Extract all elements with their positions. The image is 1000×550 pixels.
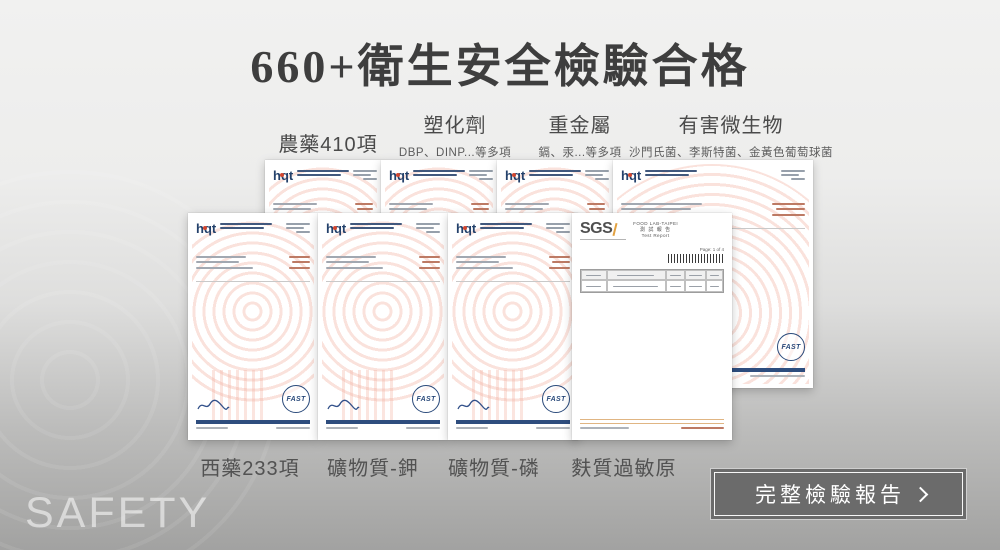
lab-name-lines: [480, 221, 533, 231]
category-sublabel: 沙門氏菌、李斯特菌、金黃色葡萄球菌: [629, 147, 833, 159]
category-label: 重金屬: [548, 115, 612, 137]
report-meta-lines: [585, 168, 610, 182]
report-meta-lines: [781, 168, 805, 182]
certificate-card: hqtFAST: [188, 213, 318, 440]
fine-print-lines: [580, 297, 724, 302]
hqt-report: hqtFAST: [318, 213, 448, 440]
certificate-card: hqtFAST: [318, 213, 448, 440]
report-meta-lines: [546, 221, 570, 235]
category-sublabel: 鎘、汞...等多項: [538, 147, 622, 159]
footer-navy-bar: [326, 420, 440, 425]
hqt-header: hqt: [456, 221, 570, 237]
certificate-card: hqtFAST: [448, 213, 578, 440]
signature-row: FAST: [621, 331, 805, 365]
safety-watermark-text: SAFETY: [25, 489, 211, 537]
chevron-right-icon: [912, 486, 929, 502]
lab-name-lines: [350, 221, 403, 231]
fine-print-footer: [196, 417, 310, 432]
signature-row: FAST: [196, 383, 310, 417]
category-label: 有害微生物: [678, 115, 784, 137]
signature-scribble: [457, 399, 490, 411]
fast-stamp: FAST: [777, 333, 805, 362]
lab-name-lines: [529, 168, 582, 178]
category-mineral-phosphorus: 礦物質-磷: [448, 458, 540, 480]
signature-scribble: [197, 399, 230, 411]
fast-stamp: FAST: [282, 385, 310, 414]
fast-stamp: FAST: [542, 385, 570, 414]
hqt-header: hqt: [621, 168, 805, 184]
hqt-report: hqtFAST: [188, 213, 318, 440]
category-sublabel: DBP、DINP...等多項: [398, 147, 512, 159]
hqt-logo-dot: [628, 173, 632, 177]
fast-stamp: FAST: [412, 385, 440, 414]
page-title: 660+衛生安全檢驗合格: [250, 41, 750, 92]
fine-print-lines: [456, 243, 570, 286]
fine-print-footer: [326, 417, 440, 432]
signature-row: FAST: [456, 383, 570, 417]
hqt-header: hqt: [273, 168, 378, 184]
hqt-header: hqt: [196, 221, 310, 237]
hqt-logo-dot: [512, 173, 516, 177]
report-meta-lines: [286, 221, 310, 235]
category-western-medicine: 西藥233項: [200, 458, 300, 480]
report-meta-lines: [416, 221, 440, 235]
lab-name-lines: [413, 168, 466, 178]
lab-name-lines: [220, 221, 273, 231]
full-report-button-label: 完整檢驗報告: [755, 484, 905, 507]
full-report-button[interactable]: 完整檢驗報告: [710, 468, 967, 520]
hqt-header: hqt: [326, 221, 440, 237]
results-table: [580, 269, 724, 293]
hqt-logo-dot: [203, 226, 207, 230]
category-gluten-allergen: 麩質過敏原: [571, 458, 677, 480]
full-report-button-inner: 完整檢驗報告: [714, 472, 963, 516]
hqt-report: hqtFAST: [448, 213, 578, 440]
footer-navy-bar: [456, 420, 570, 425]
lab-name-lines: [297, 168, 350, 178]
category-mineral-potassium: 礦物質-鉀: [327, 458, 419, 480]
sgs-logo: SGS: [580, 221, 627, 240]
category-heavy-metal: 重金屬 鎘、汞...等多項: [538, 109, 621, 160]
hqt-logo-dot: [463, 226, 467, 230]
category-plasticizer: 塑化劑 DBP、DINP...等多項: [399, 109, 511, 160]
barcode: [668, 254, 724, 263]
category-label: 塑化劑: [423, 115, 487, 137]
signature-scribble: [327, 399, 360, 411]
sgs-page-number: Page: 1 of 4: [699, 247, 724, 252]
fine-print-lines: [196, 243, 310, 286]
category-pesticides: 農藥410項: [278, 128, 377, 157]
hqt-logo-dot: [280, 173, 284, 177]
hqt-header: hqt: [505, 168, 610, 184]
lab-name-lines: [645, 168, 698, 178]
footer-navy-bar: [196, 420, 310, 425]
report-meta-lines: [353, 168, 378, 182]
hqt-logo-dot: [333, 226, 337, 230]
report-meta-lines: [469, 168, 494, 182]
fine-print-footer: [580, 417, 724, 432]
category-microbes: 有害微生物 沙門氏菌、李斯特菌、金黃色葡萄球菌: [629, 109, 833, 160]
fine-print-footer: [456, 417, 570, 432]
fine-print-lines: [580, 252, 724, 263]
signature-row: FAST: [326, 383, 440, 417]
category-label: 農藥410項: [278, 134, 378, 156]
hqt-logo-dot: [396, 173, 400, 177]
fine-print-lines: [326, 243, 440, 286]
hqt-header: hqt: [389, 168, 494, 184]
